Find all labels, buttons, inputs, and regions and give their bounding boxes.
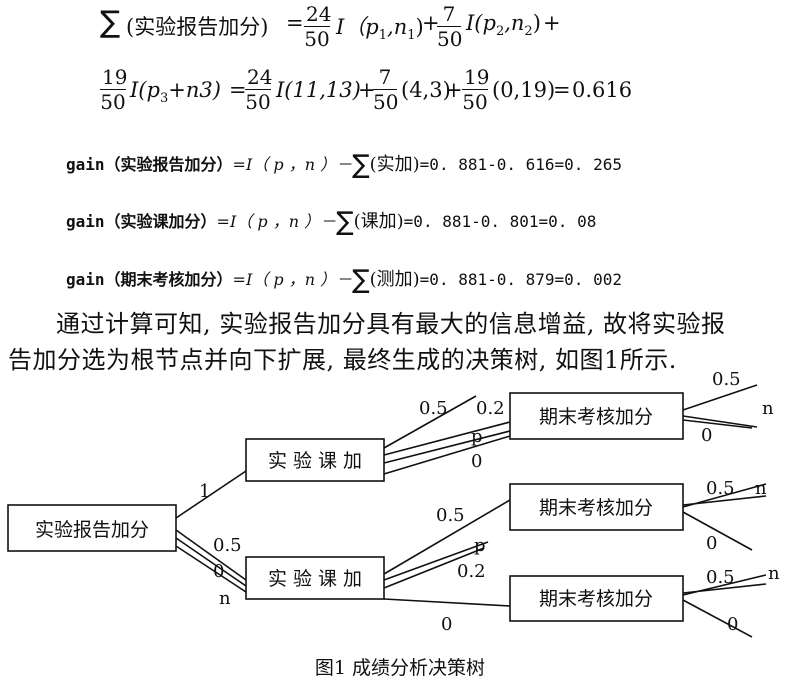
edge-leaf1-0 [682,419,753,429]
edge-upper-p [383,430,511,464]
edge-upper-02 [383,421,511,456]
edge-leaf2-n [682,483,767,508]
edge-leaf1-n [682,415,758,428]
edge-label-upper-0: 0 [471,451,482,472]
edge-label-root-1: 1 [199,481,210,502]
plus-sign: + [445,78,463,102]
gain-line-report: gain（实验报告加分）=I（ p ，n ）－∑(实加)=0. 881-0. 6… [66,150,622,180]
fraction-24-50: 24 50 [304,2,332,51]
plus-sign: + [358,78,376,102]
edge-label-lower-05: 0.5 [436,505,465,526]
edge-lower-0 [383,598,511,607]
edge-leaf2-0 [682,511,753,551]
equals-sign: = [553,78,571,102]
edge-label-leaf1-05: 0.5 [712,369,741,390]
plus-sign: + [543,11,561,35]
edge-root-lower-n [175,545,247,593]
fraction-19-50: 19 50 [462,65,490,114]
upper-node-label: 实 验 课 加 [268,450,362,472]
edge-label-leaf2-0: 0 [706,533,717,554]
gain-line-lab: gain（实验课加分）=I（ p ，n ）－∑(课加)=0. 881-0. 80… [66,207,597,237]
edge-lower-05 [383,499,511,575]
term-p1-n1: I（p1,n1) [336,15,424,44]
term-4-3: (4,3) [401,78,451,102]
root-node-box [7,504,177,552]
edge-root-lower-0 [175,537,247,587]
leaf1-label: 期末考核加分 [539,406,653,428]
edge-leaf1-05 [682,384,758,411]
paragraph-line-2: 告加分选为根节点并向下扩展, 最终生成的决策树, 如图1所示. [8,346,677,374]
edge-label-lower-p: p [474,535,486,556]
sigma-symbol: ∑ [100,5,121,40]
fraction-24-50: 24 50 [245,65,273,114]
edge-label-upper-05: 0.5 [419,398,448,419]
edge-label-leaf3-0: 0 [727,614,738,635]
edge-label-leaf2-n: n [755,478,767,499]
edge-label-root-05: 0.5 [213,535,242,556]
term-0-19: (0,19) [492,78,556,102]
plus-sign: + [422,11,440,35]
edge-leaf3-n [682,574,767,596]
edge-upper-0 [383,435,511,475]
edge-label-leaf1-0: 0 [701,425,712,446]
fraction-7-50: 7 50 [373,65,399,114]
equals-sign: = [286,11,304,35]
edge-label-root-0: 0 [213,561,224,582]
lower-node-label: 实 验 课 加 [268,568,362,590]
edge-label-lower-0: 0 [441,614,452,635]
edge-label-leaf3-05: 0.5 [706,567,735,588]
edge-label-lower-02: 0.2 [457,561,486,582]
edge-lower-02 [383,547,485,589]
gain-line-final: gain（期末考核加分）=I（ p ，n ）－∑(测加)=0. 881-0. 8… [66,265,622,295]
fraction-7-50: 7 50 [437,2,463,51]
leaf3-label: 期末考核加分 [539,588,653,610]
upper-node-box [245,438,385,482]
edge-root-upper [175,470,247,519]
term-11-13: I(11,13) [276,78,361,102]
edge-upper-05 [383,395,477,449]
lower-node-box [245,556,385,600]
edge-label-upper-p: p [471,426,483,447]
leaf2-label: 期末考核加分 [539,497,653,519]
edge-leaf3-0 [682,599,753,638]
edge-label-leaf1-n: n [762,398,774,419]
root-node-label: 实验报告加分 [35,519,149,541]
equals-sign: = [229,78,247,102]
term-p2-n2: I(p2,n2) [466,11,541,40]
edge-label-upper-02: 0.2 [476,398,505,419]
fraction-19-50: 19 50 [100,65,128,114]
leaf3-box [509,575,684,622]
term-p3-n3: I(p3+n3) [130,78,221,107]
edge-label-leaf2-05: 0.5 [706,478,735,499]
figure-caption: 图1 成绩分析决策树 [315,657,485,679]
formula-lhs: (实验报告加分) [126,15,269,39]
paragraph-line-1: 通过计算可知, 实验报告加分具有最大的信息增益, 故将实验报 [56,310,726,338]
edge-lower-p [383,541,489,581]
edge-root-lower-05 [175,529,247,581]
edge-label-root-n: n [219,588,231,609]
formula-result: 0.616 [572,78,633,102]
edge-label-leaf3-n: n [768,563,780,584]
